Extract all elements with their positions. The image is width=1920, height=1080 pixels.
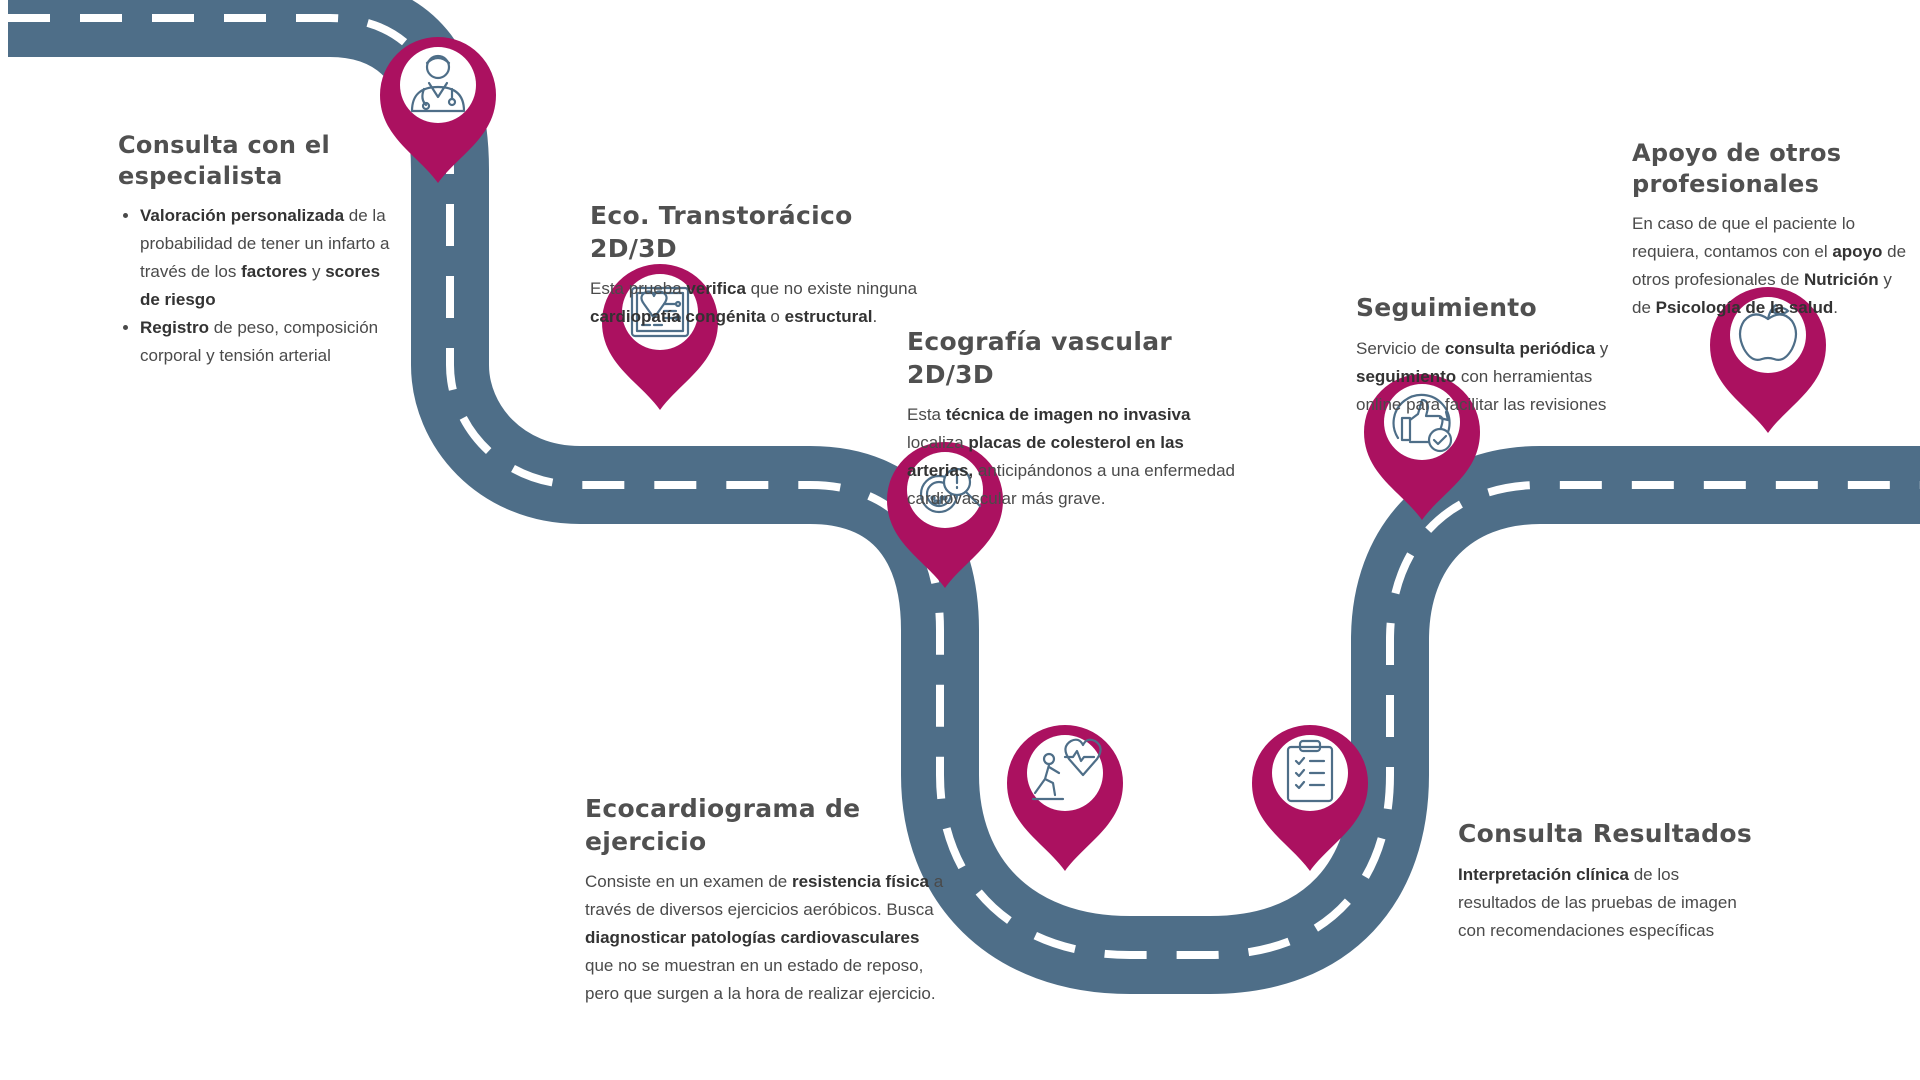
- stop-title: Ecocardiograma de ejercicio: [585, 794, 861, 856]
- stop-consulta-especialista: Consulta con el especialista Valoración …: [118, 130, 398, 370]
- road: [8, 0, 1920, 994]
- stop-consulta-resultados: Consulta Resultados Interpretación clíni…: [1458, 818, 1758, 945]
- stop-description: Interpretación clínica de los resultados…: [1458, 864, 1737, 940]
- exercise-heartbeat-icon: [1031, 738, 1102, 801]
- bullet-item: Registro de peso, composición corporal y…: [140, 314, 398, 370]
- pin-marker: [1364, 374, 1480, 520]
- stop-bullets: Valoración personalizada de la probabili…: [118, 202, 398, 370]
- heart-monitor-icon: [630, 286, 690, 338]
- doctor-icon: [410, 54, 466, 113]
- pin-marker: [887, 442, 1003, 588]
- stop-description: Consiste en un examen de resistencia fís…: [585, 872, 944, 1003]
- stop-title: Consulta con el especialista: [118, 131, 330, 191]
- pin-marker: [1007, 725, 1123, 871]
- stop-title: Ecografía vascular 2D/3D: [907, 327, 1173, 389]
- stop-title: Consulta Resultados: [1458, 819, 1753, 848]
- stop-ecocardiograma-ejercicio: Ecocardiograma de ejercicio Consiste en …: [585, 793, 945, 1008]
- clipboard-checklist-icon: [1286, 739, 1334, 803]
- stop-title: Seguimiento: [1356, 293, 1538, 322]
- bullet-item: Valoración personalizada de la probabili…: [140, 202, 398, 314]
- stop-description: Esta técnica de imagen no invasiva local…: [907, 405, 1235, 508]
- thumbs-up-cycle-icon: [1392, 393, 1453, 453]
- pin-marker: [1252, 725, 1368, 871]
- stop-description: En caso de que el paciente lo requiera, …: [1632, 214, 1907, 318]
- stop-eco-transtoracico: Eco. Transtorácico 2D/3D Esta prueba ver…: [590, 200, 920, 331]
- pin-icon-circle: [400, 47, 476, 123]
- stop-description: Esta prueba verifica que no existe ningu…: [590, 279, 918, 326]
- pin-marker: [602, 264, 718, 410]
- stop-seguimiento: Seguimiento Servicio de consulta periódi…: [1356, 292, 1626, 419]
- pin-marker: [1710, 287, 1826, 433]
- stop-apoyo-profesionales: Apoyo de otros profesionales En caso de …: [1632, 138, 1912, 322]
- road-center-dashes: [8, 14, 1920, 959]
- apple-icon: [1738, 303, 1798, 361]
- pins-layer: [380, 37, 1826, 871]
- stop-description: Servicio de consulta periódica y seguimi…: [1356, 338, 1609, 414]
- stop-title: Eco. Transtorácico 2D/3D: [590, 201, 853, 263]
- pin-marker: [380, 37, 496, 183]
- artery-magnifier-icon: [919, 467, 982, 514]
- stop-title: Apoyo de otros profesionales: [1632, 139, 1842, 199]
- stop-ecografia-vascular: Ecografía vascular 2D/3D Esta técnica de…: [907, 326, 1247, 513]
